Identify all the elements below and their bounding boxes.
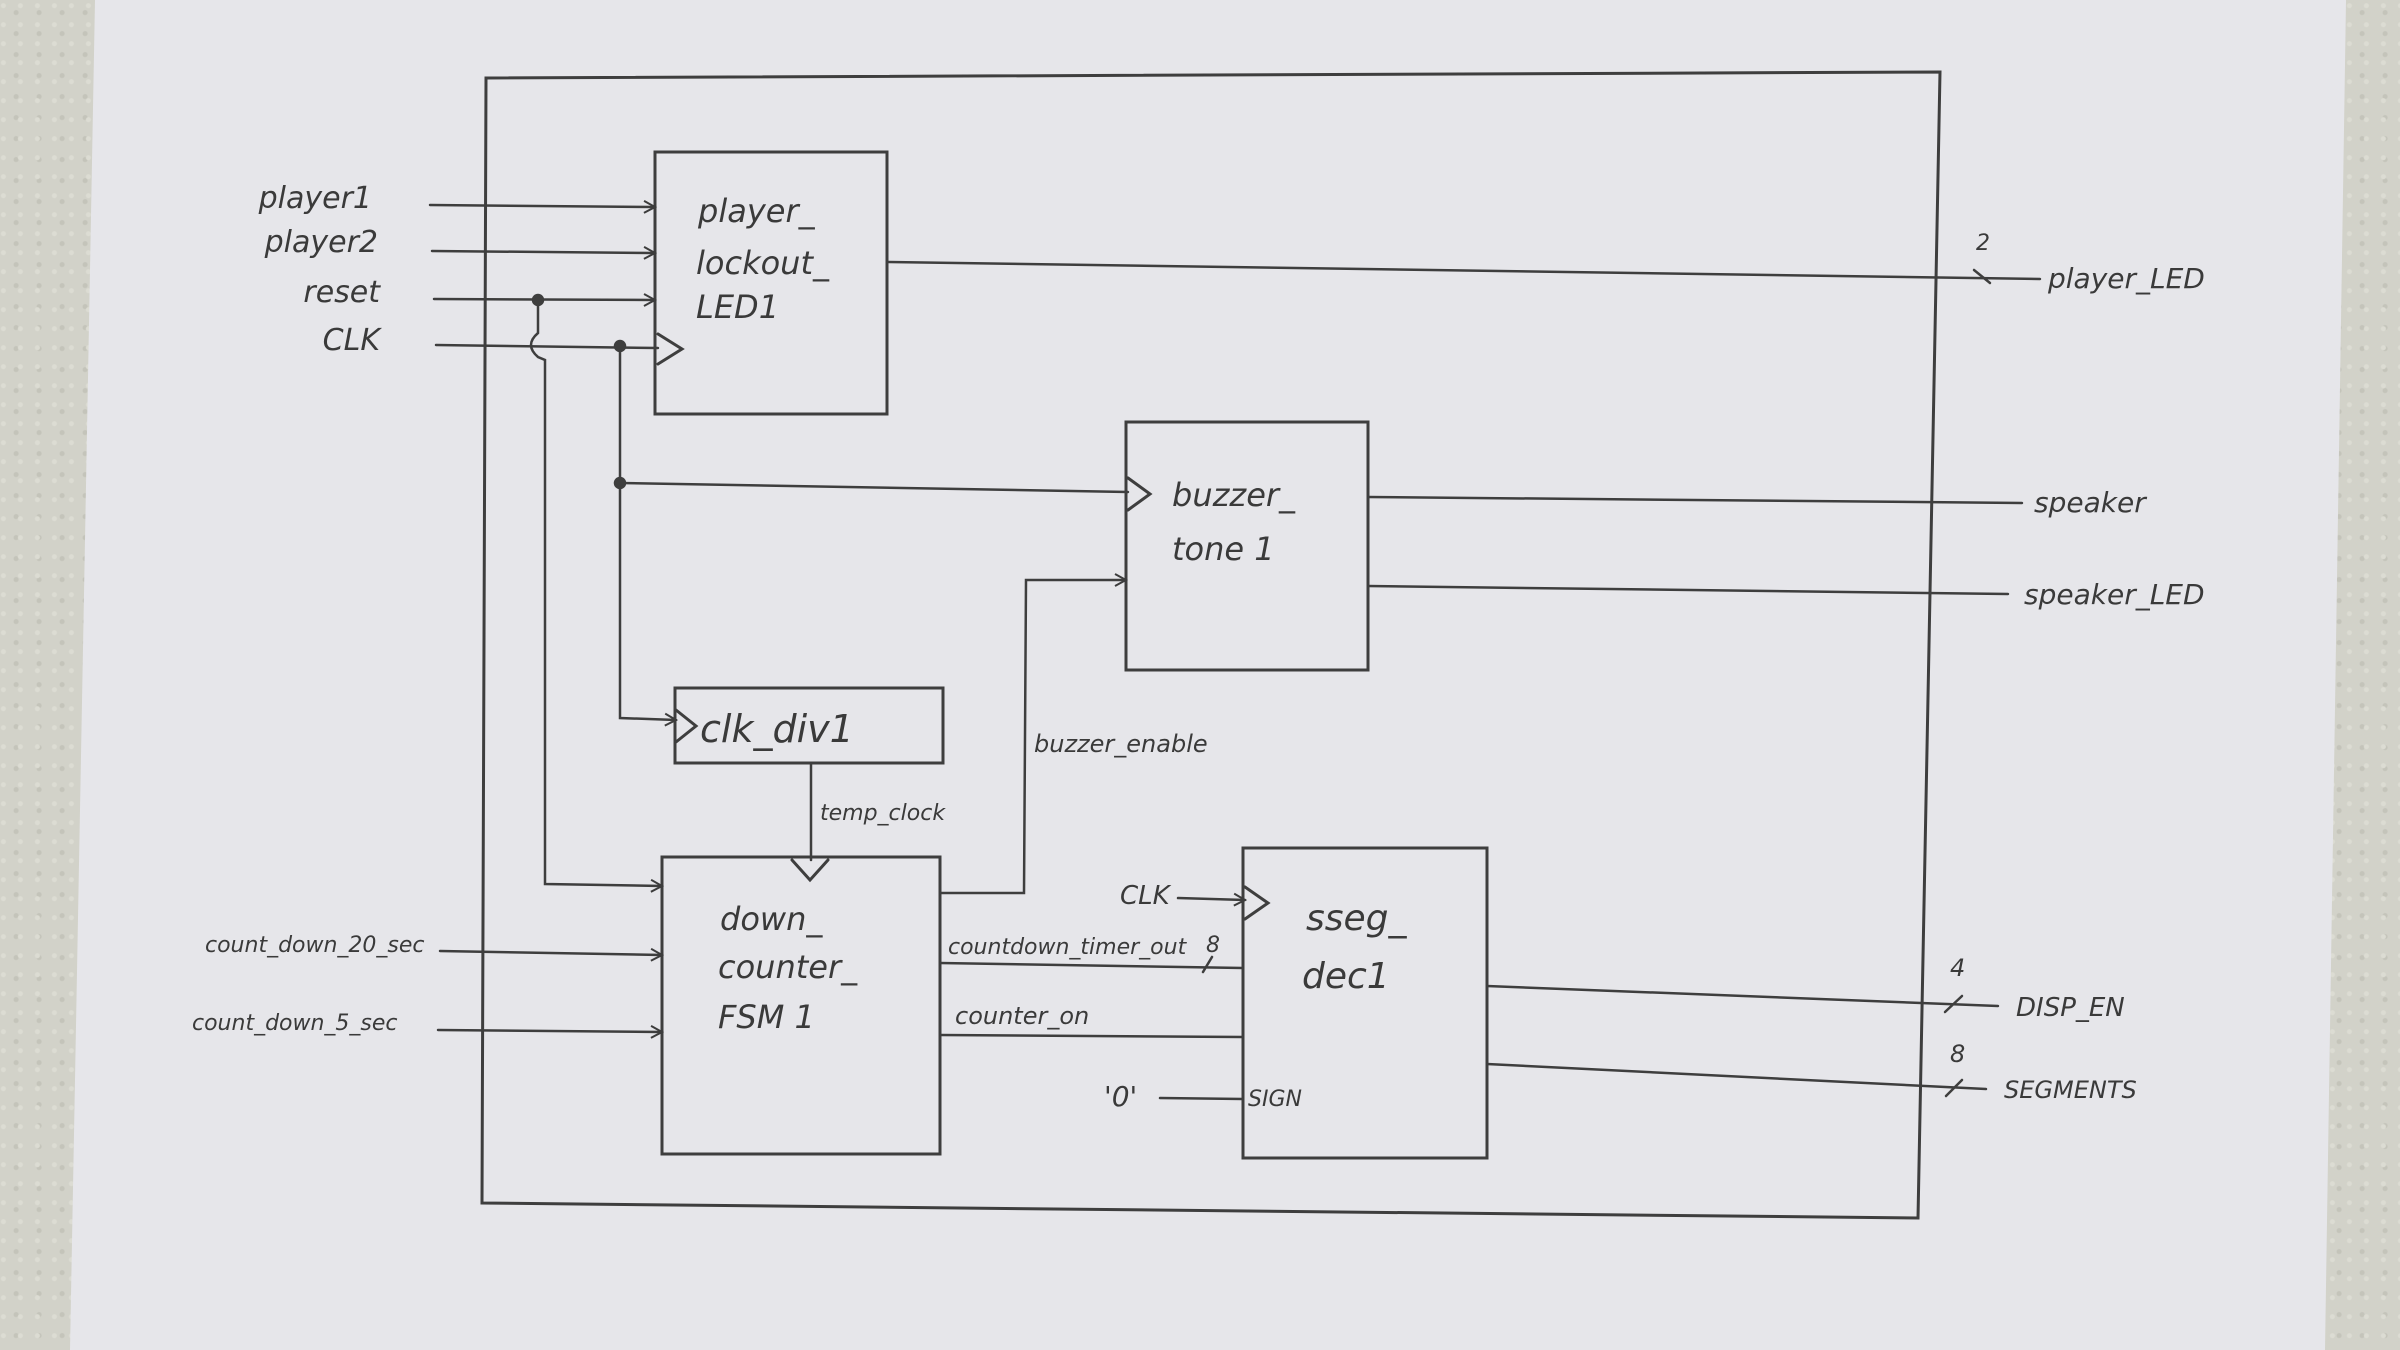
wire-player2 (430, 251, 655, 253)
output-disp-en-width: 4 (1950, 954, 1965, 982)
paper-sheet (70, 0, 2346, 1350)
bus-mark-player-led (1972, 268, 1992, 285)
label-sseg-dec-2: dec1 (1302, 956, 1390, 997)
signal-zero-const: '0' (1104, 1080, 1137, 1113)
label-buzzer-tone-1: buzzer_ (1172, 476, 1296, 514)
label-player-lockout-2: lockout_ (696, 244, 830, 282)
clock-triangle-sseg (1243, 885, 1271, 921)
block-player-lockout-led1 (653, 150, 889, 416)
label-clk-div1: clk_div1 (700, 707, 854, 751)
label-player-lockout-1: player_ (697, 192, 816, 230)
output-segments: SEGMENTS (2004, 1076, 2137, 1104)
label-down-counter-3: FSM 1 (718, 998, 815, 1036)
wire-countdown-timer-out (938, 961, 1245, 970)
signal-counter-on: counter_on (955, 1002, 1089, 1030)
clock-triangle-clk-div (674, 708, 699, 744)
signal-sign: SIGN (1248, 1087, 1302, 1112)
wire-clk-branch (618, 344, 676, 720)
output-speaker-led: speaker_LED (2024, 578, 2205, 611)
clock-triangle-down-counter (790, 858, 830, 883)
wire-player1 (428, 205, 655, 207)
signal-temp-clock: temp_clock (820, 801, 946, 826)
wire-reset (432, 299, 655, 300)
input-player2: player2 (264, 225, 378, 260)
input-player1: player1 (258, 181, 372, 216)
input-reset: reset (303, 275, 381, 310)
input-count-down-5: count_down_5_sec (192, 1011, 398, 1036)
wire-sign (1158, 1096, 1245, 1101)
signal-sseg-clk: CLK (1120, 881, 1172, 911)
input-count-down-20: count_down_20_sec (205, 933, 425, 958)
label-sseg-dec-1: sseg_ (1306, 898, 1408, 939)
input-clk: CLK (323, 323, 383, 358)
output-segments-width: 8 (1950, 1040, 1965, 1068)
block-down-counter-fsm1 (660, 855, 942, 1156)
wire-sseg-clk (1176, 898, 1245, 900)
signal-countdown-width: 8 (1206, 933, 1220, 958)
wire-segments (1485, 1062, 1988, 1091)
wire-player-led (885, 260, 2042, 281)
label-down-counter-2: counter_ (718, 948, 858, 986)
wire-disp-en (1485, 984, 2000, 1008)
clock-triangle-buzzer (1126, 476, 1153, 512)
block-buzzer-tone1 (1124, 420, 1370, 672)
top-level-boundary (480, 70, 1942, 1220)
bus-mark-countdown (1201, 955, 1214, 974)
wire-clk-to-buzzer (618, 481, 1130, 494)
wire-speaker-led (1366, 584, 2010, 596)
junction-clk (613, 339, 627, 353)
bus-mark-segments (1944, 1078, 1964, 1098)
junction-reset (531, 293, 545, 307)
output-player-led: player_LED (2047, 262, 2205, 295)
wire-counter-on (938, 1033, 1245, 1039)
label-buzzer-tone-2: tone 1 (1172, 530, 1275, 568)
clock-triangle-player-lockout (656, 332, 685, 366)
bus-mark-disp-en (1943, 994, 1964, 1014)
label-player-lockout-3: LED1 (696, 288, 779, 326)
wire-reset-branch (529, 298, 662, 886)
signal-countdown-timer-out: countdown_timer_out (948, 935, 1188, 960)
wire-speaker (1366, 495, 2024, 505)
junction-clk-buzzer (613, 476, 627, 490)
output-player-led-width: 2 (1976, 231, 1990, 256)
wire-count-down-5 (436, 1030, 662, 1032)
label-down-counter-1: down_ (720, 900, 823, 938)
wire-count-down-20 (438, 951, 662, 955)
block-sseg-dec1 (1241, 846, 1489, 1160)
output-speaker: speaker (2034, 486, 2147, 519)
signal-buzzer-enable: buzzer_enable (1034, 730, 1208, 758)
output-disp-en: DISP_EN (2016, 993, 2125, 1023)
wire-buzzer-enable (938, 580, 1126, 895)
